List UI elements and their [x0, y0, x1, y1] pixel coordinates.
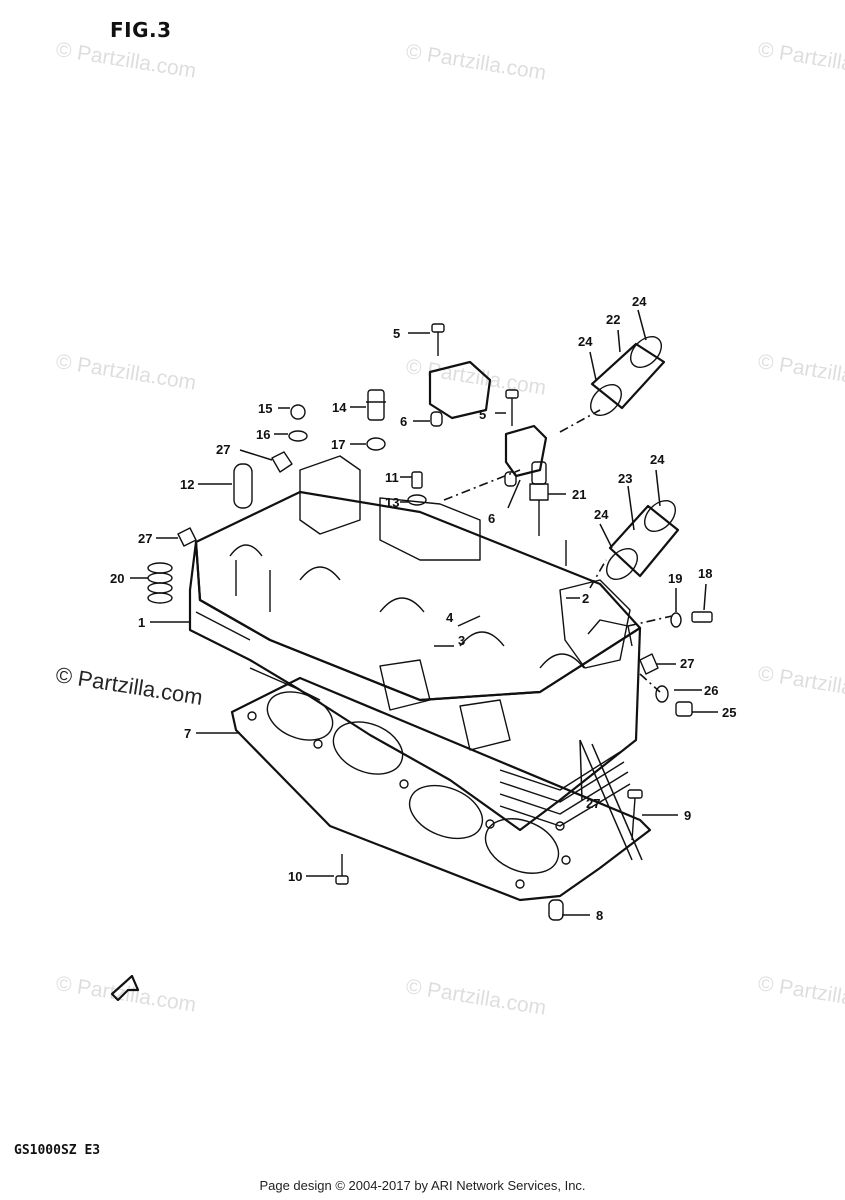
callout-label: 19	[668, 571, 682, 586]
callout-label: 27	[586, 796, 600, 811]
callout-label: 26	[704, 683, 718, 698]
intake-pipe-23	[606, 500, 680, 580]
callout-label: 17	[331, 437, 345, 452]
callout-label: 24	[632, 294, 647, 309]
plug-27-b	[177, 527, 197, 547]
callout-label: 13	[385, 495, 399, 510]
washer-16	[288, 430, 308, 442]
callout-label: 18	[698, 566, 712, 581]
cam-holder-cap-2	[504, 424, 548, 478]
callout-label: 8	[596, 908, 603, 923]
bolt-9	[627, 789, 643, 841]
gasket-26	[655, 685, 669, 703]
callout-label: 5	[479, 407, 486, 422]
callout-label: 27	[216, 442, 230, 457]
plug-27-a	[271, 451, 293, 473]
cylinder-head	[188, 455, 642, 832]
callout-label: 24	[650, 452, 665, 467]
callout-label: 4	[446, 610, 454, 625]
dowel-pin-6-lower	[504, 471, 517, 487]
bolt-11	[411, 471, 423, 489]
leader-lines	[130, 309, 718, 916]
model-code: GS1000SZ E3	[14, 1143, 101, 1158]
callout-label: 7	[184, 726, 191, 741]
page-footer: Page design © 2004-2017 by ARI Network S…	[259, 1178, 586, 1193]
callout-label: 11	[385, 470, 399, 485]
plug-27-c	[639, 653, 659, 675]
oil-fitting-14	[366, 389, 386, 421]
callout-label: 15	[258, 401, 272, 416]
callout-label: 21	[572, 487, 586, 502]
callout-label: 3	[458, 633, 465, 648]
callout-label: 27	[680, 656, 694, 671]
callout-label: 1	[138, 615, 145, 630]
bolt-10	[335, 854, 349, 885]
bolt-18	[691, 611, 713, 623]
callout-label: 24	[594, 507, 609, 522]
callout-label: 12	[180, 477, 194, 492]
o-ring-17	[366, 437, 386, 451]
spring-20	[147, 562, 173, 604]
callout-label: 6	[488, 511, 495, 526]
callout-label: 27	[138, 531, 152, 546]
dowel-pin-6-upper	[430, 411, 443, 427]
front-arrow-icon	[110, 974, 140, 1002]
callout-label: 5	[393, 326, 400, 341]
callout-label: 25	[722, 705, 736, 720]
callout-numbers: 1 2 3 4 5 5 6 6 7 8 9 10 11 12 13 14 15 …	[110, 294, 736, 923]
bolt-5-upper	[431, 323, 445, 356]
bolt-5-lower	[505, 389, 519, 426]
spark-plug-21	[529, 461, 549, 536]
callout-label: 16	[256, 427, 270, 442]
callout-label: 14	[332, 400, 347, 415]
callout-label: 22	[606, 312, 620, 327]
figure-title: FIG.3	[110, 18, 172, 42]
washer-13	[407, 494, 427, 506]
callout-label: 20	[110, 571, 124, 586]
callout-label: 10	[288, 869, 302, 884]
cam-holder-cap	[428, 360, 492, 420]
callout-label: 2	[582, 591, 589, 606]
washer-19	[670, 612, 682, 628]
callout-label: 6	[400, 414, 407, 429]
callout-label: 24	[578, 334, 593, 349]
tube-12	[233, 463, 253, 509]
dowel-pin-8	[548, 899, 564, 921]
intake-pipe-22	[590, 336, 666, 416]
cap-nut-15	[290, 404, 306, 420]
head-gasket	[230, 676, 652, 902]
callout-label: 23	[618, 471, 632, 486]
callout-label: 9	[684, 808, 691, 823]
plug-25	[675, 701, 693, 717]
